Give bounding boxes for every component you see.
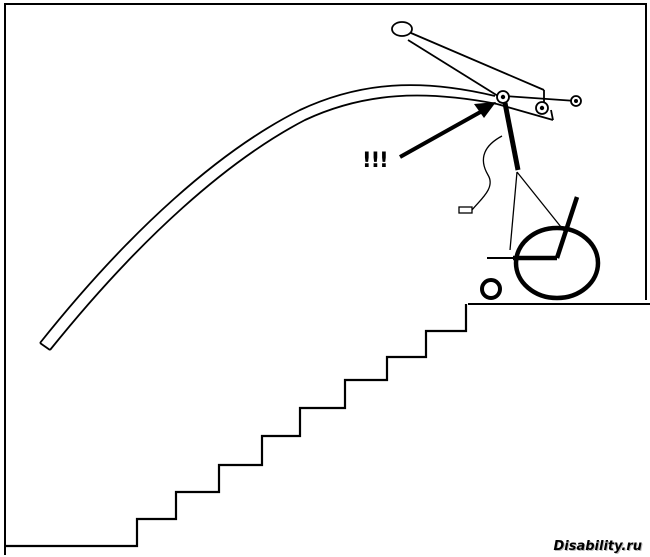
control-cable [458, 135, 503, 214]
lift-support-post [502, 102, 521, 171]
staircase [5, 304, 468, 548]
wheelchair-small-wheel [480, 278, 502, 300]
suspension-cable-left [509, 171, 518, 251]
arm-handle-loop [391, 21, 413, 37]
warning-arrow [399, 102, 496, 159]
suspension-cable-right [516, 171, 566, 233]
alert-exclamation-label: !!! [362, 148, 389, 172]
frame-border [4, 3, 647, 555]
control-pendant-icon [458, 206, 473, 214]
watermark-text: Disability.ru [553, 539, 642, 554]
wheelchair-icon [480, 196, 601, 301]
curved-stair-rail [39, 84, 498, 351]
wheelchair-big-wheel [513, 225, 601, 301]
